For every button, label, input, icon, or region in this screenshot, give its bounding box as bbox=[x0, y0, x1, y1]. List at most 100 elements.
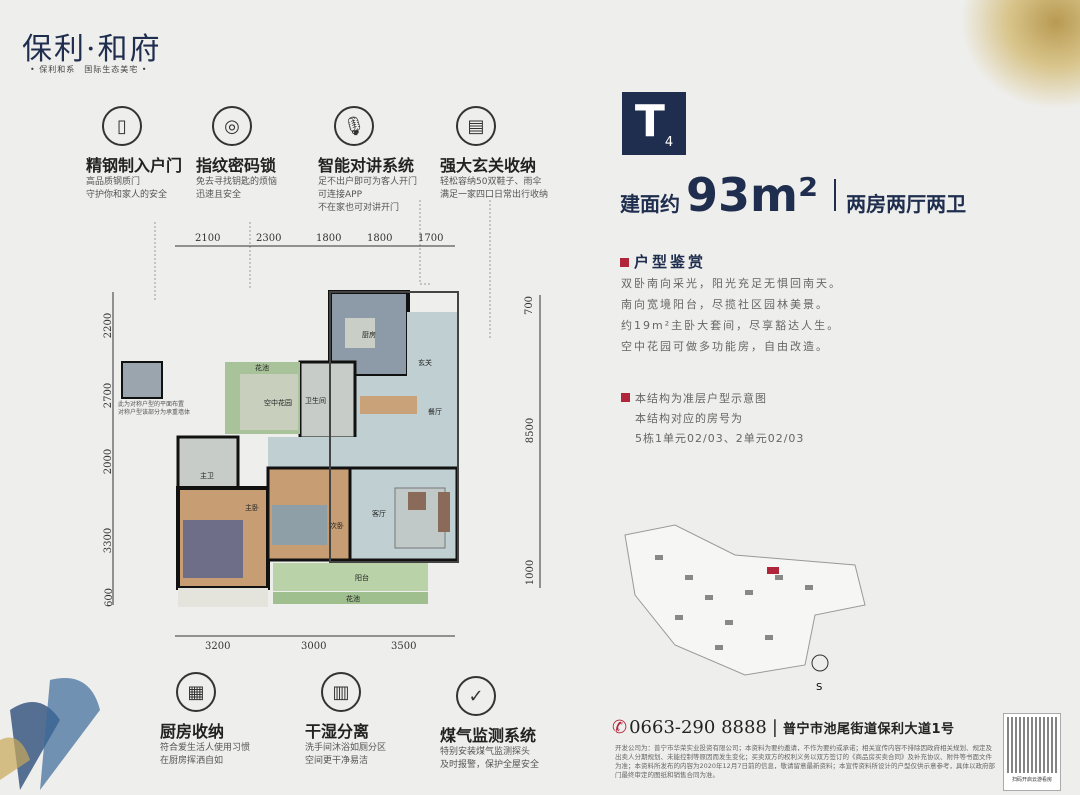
feature-desc: 守护你和家人的安全 bbox=[86, 190, 168, 200]
phone-number[interactable]: 0663-290 8888 bbox=[629, 717, 767, 738]
phone-icon: ✆ bbox=[612, 717, 628, 738]
qr-caption: 扫码开启云游看房 bbox=[1011, 777, 1052, 783]
balcony bbox=[273, 563, 428, 591]
site-outline bbox=[624, 524, 866, 676]
feature-title: 煤气监测系统 bbox=[440, 726, 537, 745]
feature-desc: 空间更干净易洁 bbox=[305, 756, 369, 766]
area-value: 93m² bbox=[686, 168, 819, 222]
note-line: 本结构为准层户型示意图 bbox=[635, 392, 767, 405]
room-label: 卫生间 bbox=[305, 397, 326, 405]
note-line: 5栋1单元02/03、2单元02/03 bbox=[635, 432, 805, 445]
address: 普宁市池尾街道保利大道1号 bbox=[782, 722, 955, 737]
dim-top: 1800 bbox=[367, 233, 393, 244]
entry bbox=[407, 312, 457, 376]
room-label: 厨房 bbox=[362, 331, 376, 339]
section-title-text: 户型鉴赏 bbox=[634, 253, 707, 271]
feature-desc: 及时报警，保护全屋安全 bbox=[440, 760, 540, 770]
inset-unit bbox=[121, 361, 163, 399]
microphone-icon: 🎙 bbox=[334, 106, 374, 146]
unit-badge: T4 bbox=[622, 92, 686, 155]
disclaimer: 开发公司为：普宁市华荣实业投资有限公司；本资料为要约邀请，不作为要约或承诺；相关… bbox=[615, 744, 995, 779]
feature-desc: 免去寻找钥匙的烦恼 bbox=[196, 177, 278, 187]
dim-right: 8500 bbox=[525, 417, 537, 444]
feature-intercom: 🎙 智能对讲系统 足不出户即可为客人开门 可连接APP 不在家也可对讲开门 bbox=[318, 106, 438, 215]
dim-top: 2300 bbox=[256, 233, 282, 244]
gold-brush-decoration bbox=[960, 0, 1080, 110]
planter bbox=[273, 592, 428, 604]
shower-icon: ▥ bbox=[321, 672, 361, 712]
tagline: • 保利和系 国际生态美宅 • bbox=[30, 65, 148, 74]
unit-area: 建面约 93m² 两房两厅两卫 bbox=[620, 168, 966, 222]
room-label: 主卧 bbox=[245, 504, 259, 512]
qr-code-image bbox=[1007, 717, 1057, 773]
feature-title: 强大玄关收纳 bbox=[440, 156, 537, 175]
unit-code: T bbox=[634, 96, 665, 147]
dim-bottom: 3200 bbox=[205, 641, 231, 652]
dim-left: 3300 bbox=[103, 527, 115, 554]
dim-top: 2100 bbox=[195, 233, 221, 244]
feature-desc: 特别安装煤气监测探头 bbox=[440, 747, 531, 757]
divider: | bbox=[771, 717, 778, 738]
highlight-building bbox=[767, 567, 779, 574]
desc-line: 南向宽境阳台，尽揽社区园林美景。 bbox=[621, 298, 829, 311]
structure-note: 本结构为准层户型示意图 本结构对应的房号为 5栋1单元02/03、2单元02/0… bbox=[621, 389, 804, 449]
bullet-square bbox=[620, 258, 629, 267]
feature-desc: 不在家也可对讲开门 bbox=[318, 203, 400, 213]
feature-title: 厨房收纳 bbox=[160, 722, 225, 741]
room-label: 花池 bbox=[346, 595, 360, 603]
dim-top: 1800 bbox=[316, 233, 342, 244]
contact-line: ✆0663-290 8888 | 普宁市池尾街道保利大道1号 bbox=[612, 717, 998, 738]
kitchen-cabinet-icon: ▦ bbox=[176, 672, 216, 712]
feature-title: 智能对讲系统 bbox=[318, 156, 415, 175]
feature-desc: 满足一家四口日常出行收纳 bbox=[440, 190, 549, 200]
feature-desc: 符合爱生活人使用习惯 bbox=[160, 743, 251, 753]
inset-note: 此为对称户型的平面布置 对称户型该部分为承重墙体 bbox=[118, 401, 190, 417]
desc-line: 双卧南向采光，阳光充足无惧回南天。 bbox=[621, 277, 842, 290]
site-buildings bbox=[655, 555, 813, 650]
dim-left: 2000 bbox=[103, 448, 115, 475]
compass-icon bbox=[811, 654, 829, 672]
feature-desc: 可连接APP bbox=[318, 190, 363, 200]
feature-desc: 轻松容纳50双鞋子、雨伞 bbox=[440, 177, 542, 187]
feature-title: 指纹密码锁 bbox=[196, 156, 277, 175]
desc-line: 空中花园可做多功能房，自由改造。 bbox=[621, 340, 829, 353]
desc-line: 约19m²主卧大套间，尽享豁达人生。 bbox=[621, 319, 841, 332]
floor-plan-drawing bbox=[112, 200, 541, 637]
dim-left: 2200 bbox=[103, 312, 115, 339]
room-label: 空中花园 bbox=[264, 399, 292, 407]
area-label: 建面约 bbox=[620, 192, 680, 216]
feature-dry-wet: ▥ 干湿分离 洗手间沐浴如厕分区 空间更干净易洁 bbox=[305, 672, 425, 768]
feature-storage: ▤ 强大玄关收纳 轻松容纳50双鞋子、雨伞 满足一家四口日常出行收纳 bbox=[440, 106, 560, 202]
divider bbox=[834, 179, 837, 211]
corridor bbox=[268, 437, 458, 469]
feature-desc: 高品质钢质门 bbox=[86, 177, 141, 187]
layout-type: 两房两厅两卫 bbox=[846, 192, 967, 216]
feature-title: 精钢制入户门 bbox=[86, 156, 183, 175]
feature-gas-monitor: ✓ 煤气监测系统 特别安装煤气监测探头 及时报警，保护全屋安全 bbox=[440, 676, 560, 772]
floor-plan: 2100 2300 1800 1800 1700 2200 2700 2000 … bbox=[0, 0, 560, 660]
compass-label: S bbox=[816, 682, 822, 693]
fan-decoration bbox=[0, 678, 100, 790]
note-line: 本结构对应的房号为 bbox=[635, 412, 743, 425]
feature-desc: 迅速且安全 bbox=[196, 190, 242, 200]
dim-bottom: 3500 bbox=[391, 641, 417, 652]
dim-right: 700 bbox=[524, 295, 536, 316]
appreciation-text: 双卧南向采光，阳光充足无惧回南天。 南向宽境阳台，尽揽社区园林美景。 约19m²… bbox=[621, 273, 842, 357]
room-label: 玄关 bbox=[418, 359, 432, 367]
feature-desc: 足不出户即可为客人开门 bbox=[318, 177, 418, 187]
room-label: 花池 bbox=[255, 364, 269, 372]
door-icon: ▯ bbox=[102, 106, 142, 146]
feature-desc: 在厨房挥洒自如 bbox=[160, 756, 224, 766]
feature-kitchen-storage: ▦ 厨房收纳 符合爱生活人使用习惯 在厨房挥洒自如 bbox=[160, 672, 280, 768]
room-label: 主卫 bbox=[200, 472, 214, 480]
note-line: 对称户型该部分为承重墙体 bbox=[118, 409, 191, 416]
logo: 保利·和府 bbox=[22, 32, 162, 67]
note-line: 此为对称户型的平面布置 bbox=[118, 401, 185, 408]
feature-title: 干湿分离 bbox=[305, 722, 370, 741]
qr-code[interactable]: 扫码开启云游看房 bbox=[1003, 713, 1061, 791]
dim-bottom: 3000 bbox=[301, 641, 327, 652]
shield-check-icon: ✓ bbox=[456, 676, 496, 716]
room-label: 餐厅 bbox=[428, 408, 442, 416]
room-label: 客厅 bbox=[372, 510, 386, 518]
dim-right: 1000 bbox=[525, 559, 537, 586]
